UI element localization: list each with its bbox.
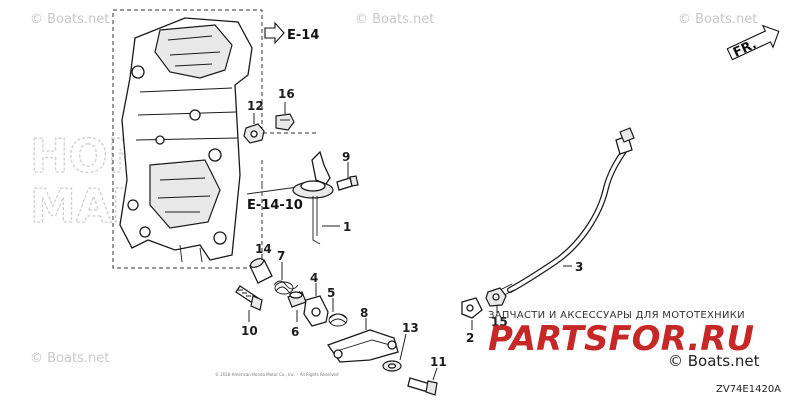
callout-2: 2 xyxy=(466,331,474,345)
callout-11: 11 xyxy=(430,355,447,369)
callout-16: 16 xyxy=(278,87,295,101)
watermark-top-left: © Boats.net xyxy=(30,12,109,27)
reference-e14: E-14 xyxy=(287,28,319,43)
arrow-right-icon xyxy=(264,21,285,45)
front-arrow-icon xyxy=(726,24,780,61)
callout-14: 14 xyxy=(255,242,272,256)
copyright-text: © 2018 American Honda Motor Co., Inc. – … xyxy=(215,372,339,377)
callout-10: 10 xyxy=(241,324,258,338)
brand-label: © Boats.net xyxy=(668,352,760,370)
part-3-cable xyxy=(499,127,635,297)
promo-logo: PARTSFOR.RU xyxy=(488,319,754,359)
part-7-spring xyxy=(273,280,301,296)
boundary-lower xyxy=(112,10,263,269)
front-direction: FR. xyxy=(726,24,780,61)
part-14-collar xyxy=(249,258,273,284)
reference-e14-10: E-14-10 xyxy=(247,198,303,213)
part-10-bolt xyxy=(235,285,263,311)
callout-5: 5 xyxy=(327,286,335,300)
part-4-cam-lever xyxy=(303,295,329,327)
callout-15: 15 xyxy=(491,315,508,329)
callout-7: 7 xyxy=(277,249,285,263)
diagram-code: ZV74E1420A xyxy=(716,384,781,395)
boundary-upper xyxy=(113,9,318,134)
part-16-clip xyxy=(275,113,295,131)
callout-9: 9 xyxy=(342,150,350,164)
callout-6: 6 xyxy=(291,325,299,339)
callout-1: 1 xyxy=(343,220,351,234)
part-13-washer xyxy=(382,360,402,372)
callout-12: 12 xyxy=(247,99,264,113)
part-11-bolt xyxy=(407,377,438,396)
watermark-bottom-left: © Boats.net xyxy=(30,351,109,366)
callout-3: 3 xyxy=(575,260,583,274)
callout-8: 8 xyxy=(360,306,368,320)
watermark-top-center: © Boats.net xyxy=(355,12,434,27)
engine-case-casting xyxy=(119,17,253,263)
part-6-bushing xyxy=(287,291,307,308)
callout-4: 4 xyxy=(310,271,318,285)
part-2-cable-clip xyxy=(461,297,483,319)
part-8-link-arm xyxy=(326,329,399,363)
promo-text: ЗАПЧАСТИ И АКСЕССУАРЫ ДЛЯ МОТОТЕХНИКИ xyxy=(488,310,745,321)
callout-13: 13 xyxy=(402,321,419,335)
part-9-bolt xyxy=(336,175,359,191)
part-1-control-lever xyxy=(292,150,334,245)
part-12-nut xyxy=(243,123,265,144)
part-15-nut xyxy=(485,287,507,307)
watermark-top-right: © Boats.net xyxy=(678,12,757,27)
part-5-spring xyxy=(328,313,348,327)
